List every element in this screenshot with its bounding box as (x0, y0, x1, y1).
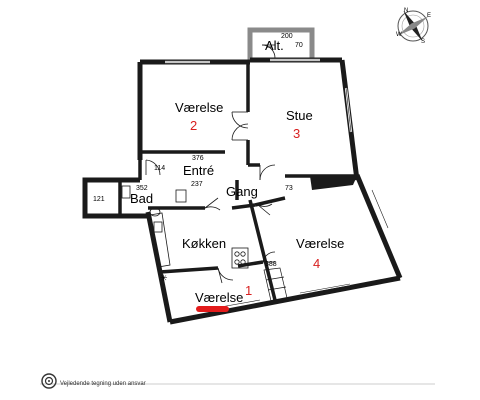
room-number-1: 1 (245, 283, 252, 298)
dim-121: 121 (93, 196, 105, 203)
room-label-alt: Alt. (265, 38, 284, 53)
dim-73: 73 (285, 185, 293, 192)
dim-114: 114 (154, 165, 165, 172)
dim-376: 376 (192, 155, 204, 162)
dim-388: 388 (265, 261, 277, 268)
room-label-gang: Gang (226, 184, 258, 199)
closet (263, 267, 288, 302)
dim-70: 70 (295, 42, 303, 49)
compass-icon: N E S W (396, 8, 431, 45)
kitchen-counter (149, 212, 249, 269)
door-swings (145, 44, 276, 284)
dim-200: 200 (281, 33, 293, 40)
room-label-koekken: Køkken (182, 236, 226, 251)
compass-w-label: W (396, 32, 402, 38)
bathroom-fixtures (121, 185, 187, 217)
balcony-outline (247, 27, 315, 60)
compass-n-label: N (404, 8, 408, 14)
room-number-3: 3 (293, 126, 300, 141)
footer-disclaimer: Vejledende tegning uden ansvar (60, 381, 146, 387)
room-label-vaerelse-2: Værelse (175, 100, 223, 115)
fridge-icon: ✳ (160, 273, 168, 283)
wall-block (310, 176, 357, 190)
outer-walls (82, 57, 403, 325)
dim-352: 352 (136, 185, 148, 192)
room-label-stue: Stue (286, 108, 313, 123)
room-label-vaerelse-4: Værelse (296, 236, 344, 251)
logo-icon (41, 373, 57, 389)
compass-e-label: E (427, 13, 431, 19)
compass-s-label: S (421, 39, 425, 45)
room-number-4: 4 (313, 256, 320, 271)
room-number-2: 2 (190, 118, 197, 133)
room-label-vaerelse-1: Værelse (195, 290, 243, 305)
room-label-bad: Bad (130, 191, 153, 206)
inner-walls (118, 62, 357, 301)
room-label-entre: Entré (183, 163, 214, 178)
room-highlight-bar (196, 306, 229, 312)
dim-237: 237 (191, 181, 203, 188)
window-frames (165, 59, 389, 309)
